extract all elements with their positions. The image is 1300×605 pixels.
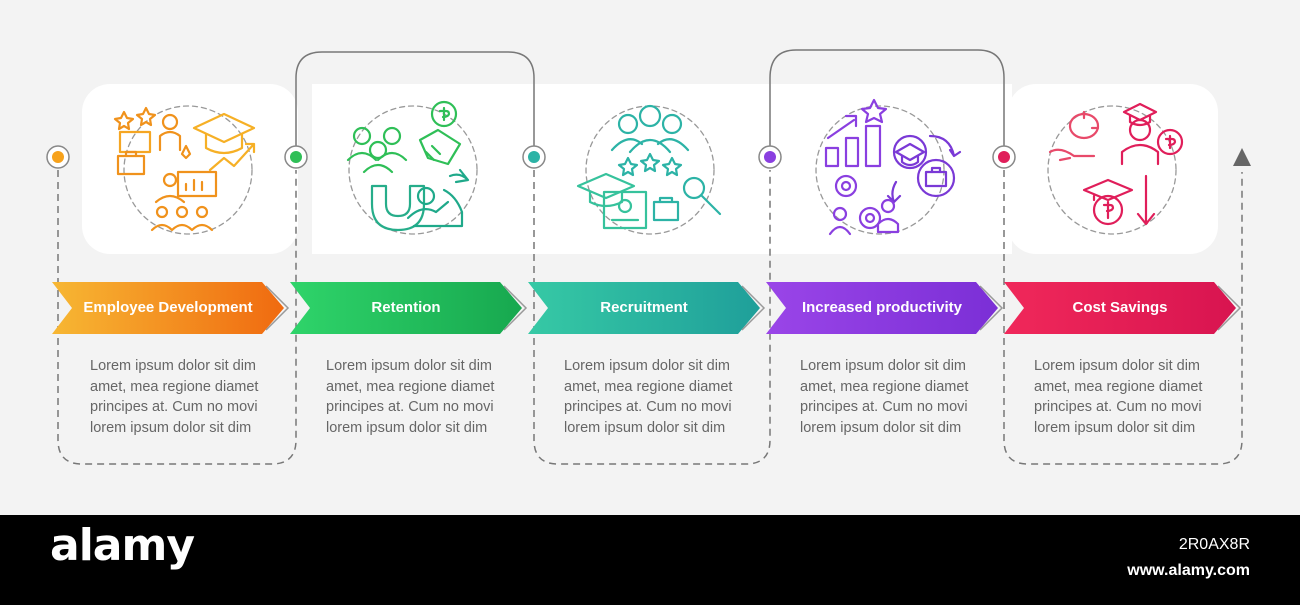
step-4-description: Lorem ipsum dolor sit dim amet, mea regi… — [800, 358, 969, 436]
connector-lines — [46, 49, 1251, 465]
recruitment-icon — [576, 104, 722, 235]
card-4 — [776, 84, 1012, 254]
card-1 — [82, 84, 298, 254]
productivity-icon — [815, 98, 962, 236]
step-3-description: Lorem ipsum dolor sit dim amet, mea regi… — [564, 358, 733, 436]
image-id: 2R0AX8R — [1178, 536, 1250, 553]
retention-icon — [346, 100, 478, 235]
step-1-title: Employee Development — [83, 299, 253, 316]
alamy-url: www.alamy.com — [1127, 562, 1250, 579]
card-5 — [1008, 84, 1218, 254]
bottom-connector-1 — [57, 170, 297, 465]
top-connector-2 — [769, 49, 1005, 157]
watermark-bar — [0, 515, 1300, 605]
step-2-title: Retention — [371, 299, 441, 316]
alamy-logo: alamy — [50, 520, 195, 571]
step-3-title: Recruitment — [600, 299, 688, 316]
step-4-title: Increased productivity — [801, 299, 963, 316]
card-2 — [312, 84, 540, 254]
step-5-description: Lorem ipsum dolor sit dim amet, mea regi… — [1034, 358, 1203, 436]
step-2-description: Lorem ipsum dolor sit dim amet, mea regi… — [326, 358, 495, 436]
bottom-connector-3 — [1003, 170, 1243, 465]
chevron-arrows — [52, 282, 1242, 334]
bottom-connector-2 — [533, 170, 771, 465]
step-1-description: Lorem ipsum dolor sit dim amet, mea regi… — [90, 358, 259, 436]
employee-development-icon — [113, 105, 256, 235]
infographic: Employee Development Retention Recruitme… — [46, 49, 1251, 465]
cost-savings-icon — [1047, 102, 1184, 235]
end-arrow-icon — [1233, 148, 1251, 166]
top-connector-1 — [295, 51, 535, 157]
node-dots — [46, 145, 1016, 169]
step-5-title: Cost Savings — [1072, 299, 1168, 316]
card-3 — [540, 84, 776, 254]
